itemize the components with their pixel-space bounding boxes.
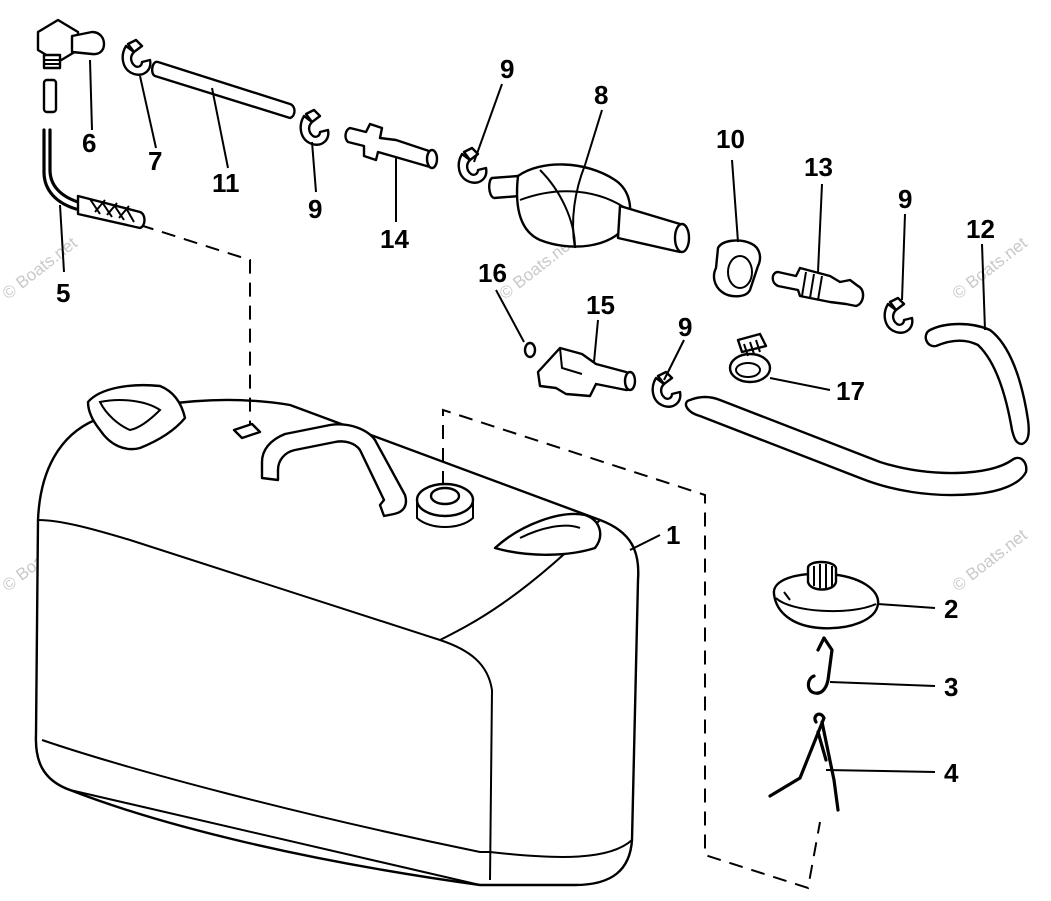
callout-3: 3 [944,672,958,702]
leader-6 [89,59,93,131]
hose-clamp-9c-icon [651,370,682,408]
leader-11 [211,87,229,169]
leader-9a [311,141,317,193]
o-ring-16-icon [523,341,537,359]
retainer-hook-3-icon [806,636,834,695]
leader-12 [981,243,986,331]
valve-13-icon [771,266,865,308]
fuel-line-icon [684,395,1028,497]
primer-bulb-icon [488,163,691,254]
leader-8 [584,109,603,166]
callout-9d: 9 [898,184,912,214]
callout-15: 15 [586,290,615,320]
callout-8: 8 [594,80,608,110]
pickup-tube-icon [42,78,146,230]
callout-6: 6 [82,128,96,158]
callout-17: 17 [836,376,865,406]
callout-9c: 9 [678,312,692,342]
tank-connector-15-icon [536,346,637,398]
callout-labels: 6 7 11 9 14 9 8 10 13 9 12 16 15 9 17 5 … [56,54,995,788]
callout-11: 11 [212,168,240,198]
leader-7 [139,75,157,149]
callout-1: 1 [666,520,680,550]
leader-9c [663,339,685,381]
leader-13 [817,183,823,273]
fuel-tank-icon [34,383,640,887]
leader-3 [829,681,936,687]
callout-leaders [59,59,986,773]
leader-4 [825,769,936,773]
callout-16: 16 [478,258,507,288]
callout-12: 12 [966,214,995,244]
callout-13: 13 [804,152,833,182]
callout-7: 7 [148,146,162,176]
callout-5: 5 [56,278,70,308]
hose-clamp-9a-icon [299,108,330,146]
retainer-clip-4-icon [768,712,840,812]
callout-9b: 9 [500,54,514,84]
hose-clamp-9b-icon [457,146,488,184]
hose-clamp-7-icon [121,38,152,76]
leader-15 [593,319,599,363]
callout-14: 14 [380,224,409,254]
hose-clamp-9d-icon [883,296,914,334]
leader-pickup-to-tank [139,224,251,425]
hose-clamp-17-icon [728,332,772,384]
hose-12-icon [924,322,1030,446]
leader-5 [59,204,65,273]
leader-1 [629,534,661,551]
leader-10 [731,159,739,243]
callout-4: 4 [944,758,959,788]
leader-9b [473,83,503,163]
hose-11-icon [150,60,296,120]
leader-neck-to-cap [442,408,821,890]
leader-9d [901,213,906,301]
dashed-leaders [139,224,821,890]
callout-9a: 9 [308,194,322,224]
elbow-fitting-icon [36,18,106,70]
callout-10: 10 [716,124,745,154]
leader-2 [877,603,936,609]
check-valve-10-icon [712,239,762,298]
callout-2: 2 [944,594,958,624]
leader-16 [495,289,525,343]
filler-cap-icon [772,560,880,630]
watermark-6: © Boats.net [949,525,1031,595]
leader-17 [769,377,831,391]
connector-14-icon [344,122,439,170]
